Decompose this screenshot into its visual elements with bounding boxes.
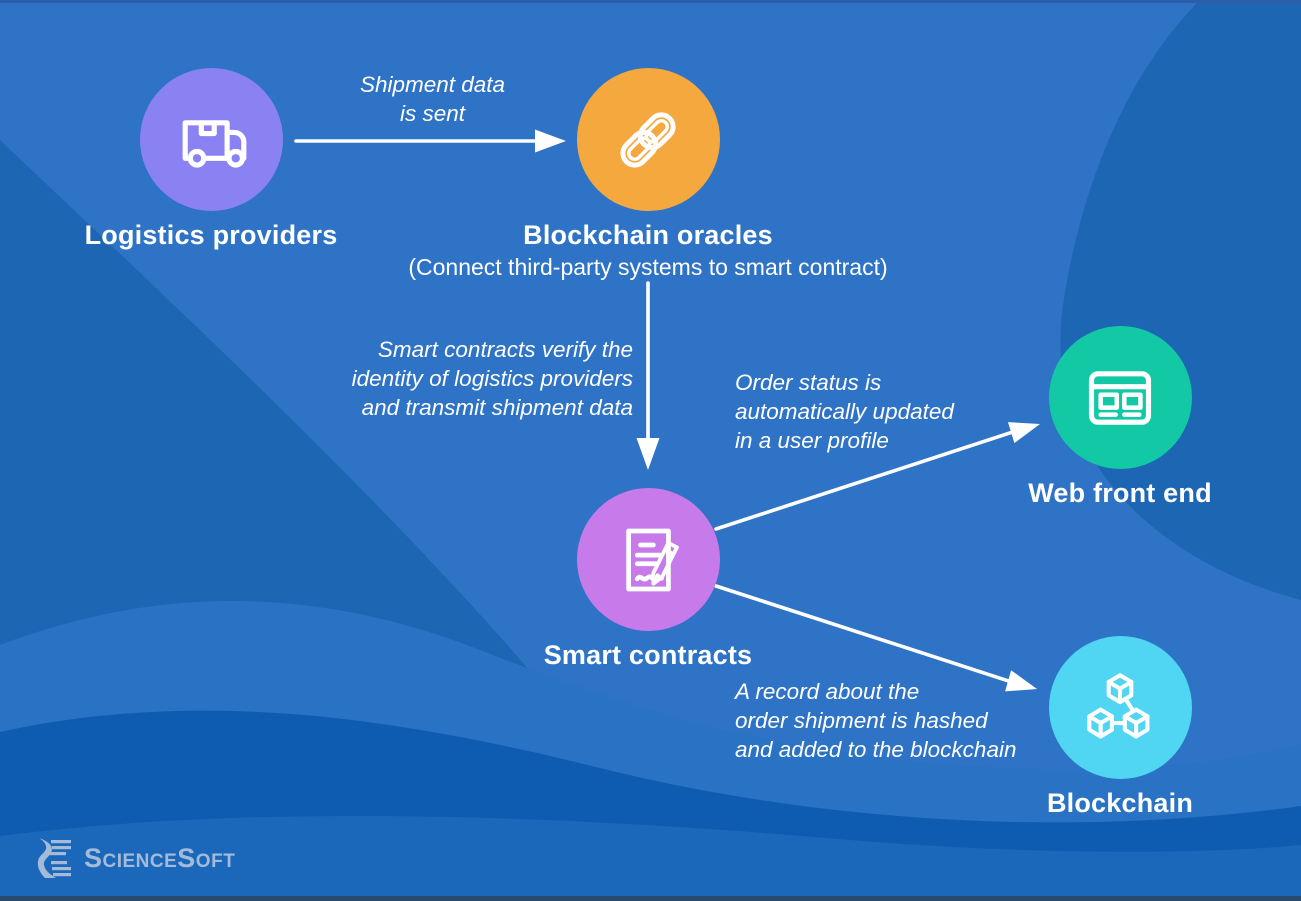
arrow-shipment-data bbox=[294, 129, 566, 153]
annotation-shipment-data: Shipment data is sent bbox=[359, 72, 506, 127]
browser-window-icon bbox=[1088, 370, 1152, 425]
top-edge-strip bbox=[0, 0, 1301, 3]
node-label-blockchain: Blockchain bbox=[1046, 788, 1194, 818]
oracles-circle bbox=[576, 68, 720, 211]
node-web-front-end: Web front end bbox=[970, 326, 1270, 509]
chain-link-icon bbox=[620, 111, 676, 168]
logistics-circle bbox=[139, 68, 283, 211]
blockchain-circle bbox=[1048, 636, 1192, 779]
bottom-edge-strip bbox=[0, 896, 1301, 901]
web-front-end-circle bbox=[1048, 326, 1192, 469]
blockchain-cubes-icon bbox=[1087, 672, 1150, 739]
sciencesoft-logo-icon bbox=[37, 838, 71, 878]
arrow-order-status bbox=[714, 422, 1040, 531]
node-blockchain: Blockchain bbox=[970, 636, 1270, 819]
annotation-verify-identity: Smart contracts verify the identity of l… bbox=[351, 337, 633, 421]
wave-soft-bottom bbox=[0, 815, 1301, 901]
node-blockchain-oracles: Blockchain oracles (Connect third-party … bbox=[368, 68, 928, 281]
node-sublabel-blockchain-oracles: (Connect third-party systems to smart co… bbox=[408, 254, 888, 280]
node-smart-contracts: Smart contracts bbox=[498, 488, 798, 671]
truck-icon bbox=[182, 119, 247, 168]
node-label-logistics-providers: Logistics providers bbox=[84, 220, 338, 250]
node-label-smart-contracts: Smart contracts bbox=[543, 640, 753, 670]
annotation-order-status: Order status is automatically updated in… bbox=[735, 370, 954, 454]
node-label-blockchain-oracles: Blockchain oracles bbox=[523, 220, 773, 250]
smart-contracts-circle bbox=[576, 488, 720, 631]
node-label-web-front-end: Web front end bbox=[1028, 478, 1212, 508]
annotation-record-hashed: A record about the order shipment is has… bbox=[735, 679, 1017, 763]
brand-logo: ScienceSoft bbox=[36, 837, 235, 879]
contract-icon bbox=[626, 528, 679, 591]
node-logistics-providers: Logistics providers bbox=[61, 68, 361, 251]
arrow-verify-identity bbox=[636, 281, 660, 470]
arrow-record-hashed bbox=[714, 584, 1037, 692]
brand-name: ScienceSoft bbox=[84, 842, 236, 873]
